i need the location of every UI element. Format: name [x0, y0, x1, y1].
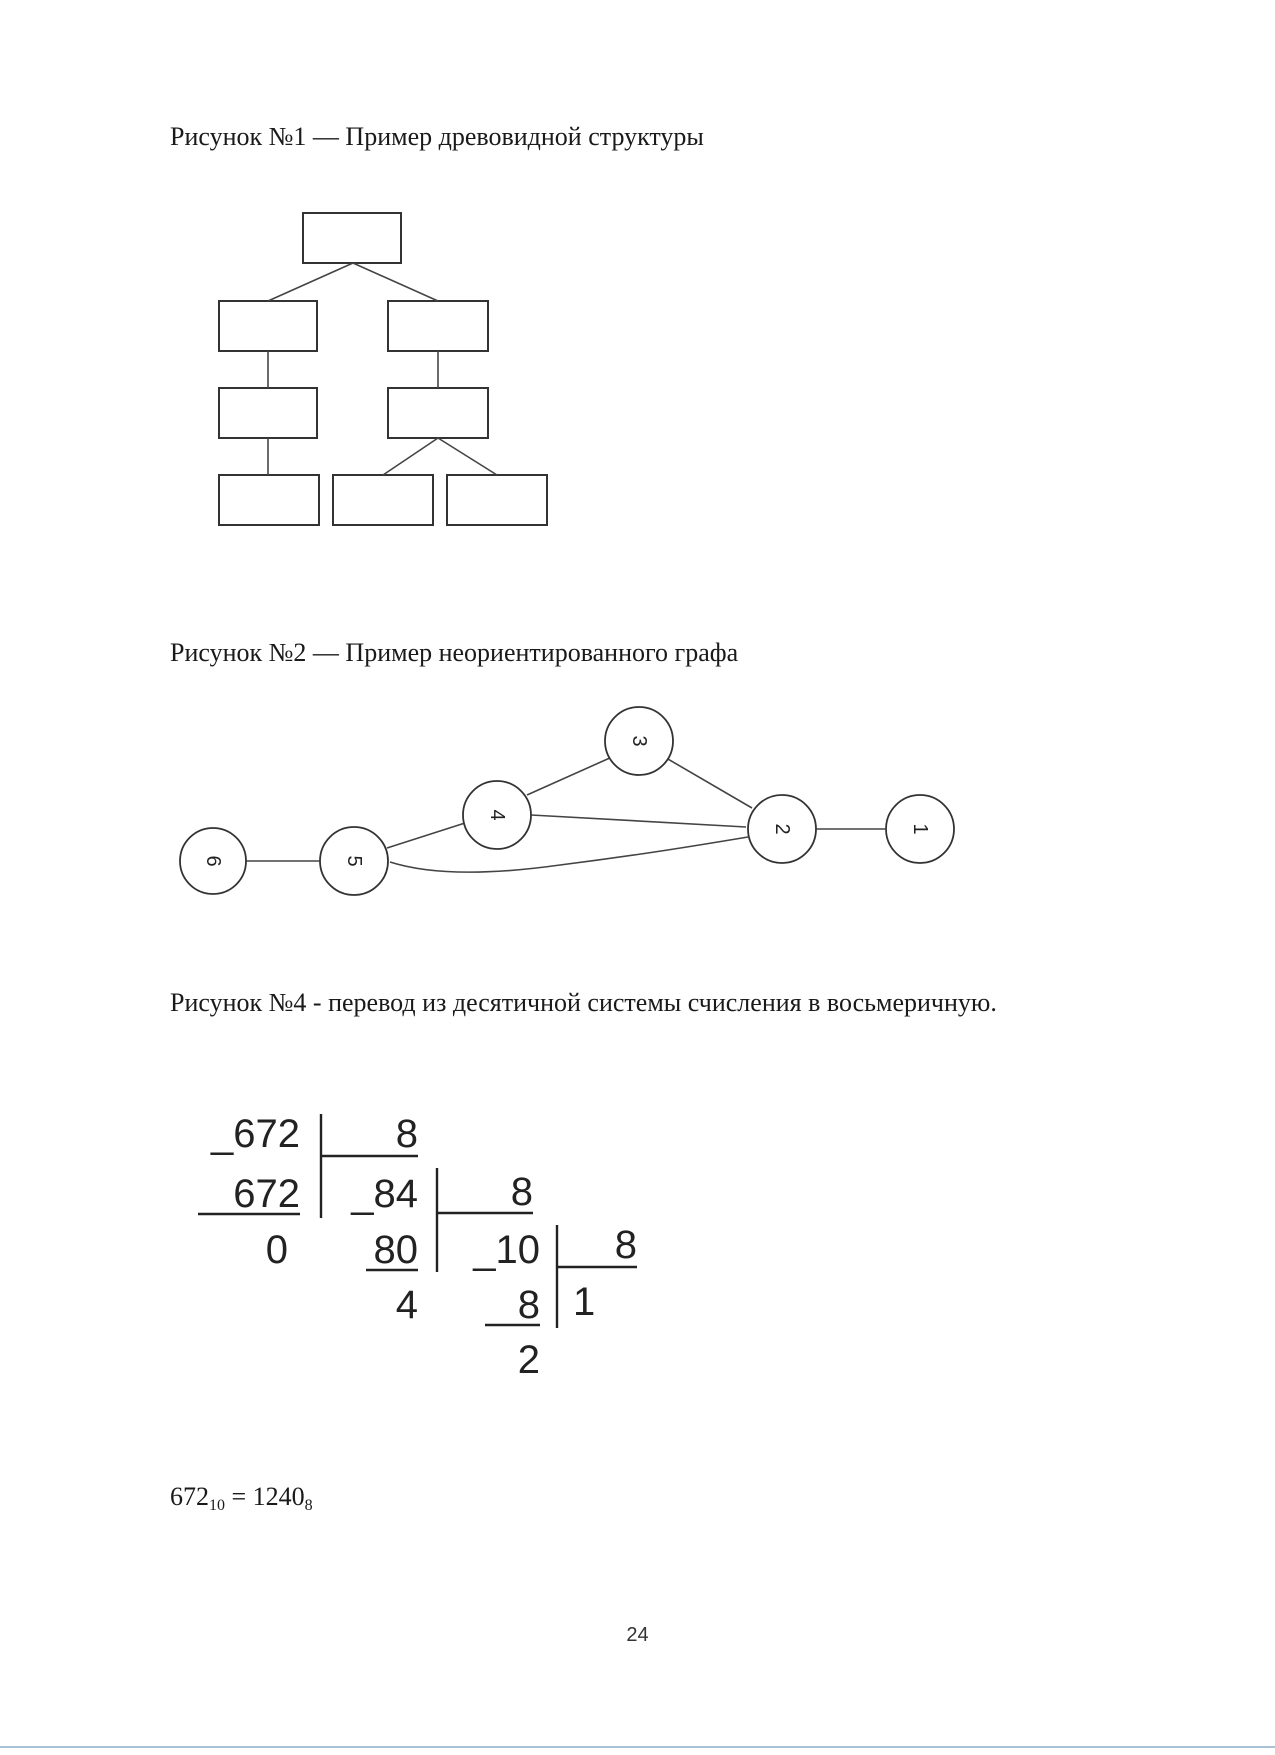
graph-node-2-label: 2 — [771, 823, 793, 834]
graph-node-5: 5 — [319, 826, 389, 896]
tree-edge — [267, 262, 354, 302]
division-divisor-2: 8 — [511, 1170, 533, 1214]
tree-edge — [437, 437, 498, 476]
figure4-caption: Рисунок №4 - перевод из десятичной систе… — [170, 988, 997, 1017]
tree-left-leaf-box — [218, 474, 320, 526]
division-dividend-3: _10 — [472, 1228, 540, 1272]
graph-node-2: 2 — [747, 794, 817, 864]
result-rhs-base: 8 — [304, 1497, 313, 1514]
tree-left-box-2 — [218, 387, 318, 439]
graph-node-4-label: 4 — [486, 809, 508, 820]
tree-middle-leaf-box — [332, 474, 434, 526]
tree-right-box-2 — [387, 387, 489, 439]
graph-edge-4-3 — [526, 756, 613, 796]
tree-edge — [352, 262, 439, 302]
division-remainder-1: 0 — [266, 1228, 288, 1272]
tree-root-box — [302, 212, 402, 264]
graph-diagram: 6 5 4 3 2 1 — [179, 706, 955, 896]
page-number: 24 — [626, 1624, 649, 1646]
division-divisor-3: 8 — [615, 1223, 637, 1267]
result-lhs: 672 — [170, 1482, 209, 1511]
division-remainder-3: 2 — [518, 1338, 540, 1382]
result-rhs: 1240 — [252, 1482, 305, 1511]
tree-right-box-1 — [387, 300, 489, 352]
division-remainder-2: 4 — [396, 1283, 418, 1327]
tree-diagram — [218, 212, 548, 526]
tree-edge — [382, 437, 439, 476]
graph-node-5-label: 5 — [343, 855, 365, 866]
bottom-divider — [0, 1746, 1275, 1748]
division-subtrahend-2: 80 — [374, 1228, 419, 1272]
tree-right-leaf-box — [446, 474, 548, 526]
division-divisor-1: 8 — [396, 1112, 418, 1156]
graph-node-3: 3 — [604, 706, 674, 776]
division-quotient-final: 1 — [573, 1280, 595, 1324]
division-dividend-1: _672 — [210, 1112, 300, 1156]
division-subtrahend-1: 672 — [233, 1172, 300, 1216]
division-dividend-2: _84 — [350, 1172, 418, 1216]
conversion-result: 67210 = 12408 — [170, 1482, 313, 1515]
graph-edge-5-4 — [386, 822, 466, 849]
graph-edge-5-2 — [389, 836, 749, 873]
graph-node-3-label: 3 — [628, 735, 650, 746]
graph-edge-3-2 — [660, 754, 753, 809]
graph-node-4: 4 — [462, 780, 532, 850]
graph-node-6: 6 — [179, 827, 247, 895]
result-lhs-base: 10 — [209, 1497, 225, 1514]
figure1-caption: Рисунок №1 — Пример древовидной структур… — [170, 122, 704, 151]
result-equals: = — [231, 1482, 247, 1511]
graph-node-1: 1 — [885, 794, 955, 864]
graph-node-1-label: 1 — [909, 823, 931, 834]
graph-node-6-label: 6 — [202, 855, 224, 866]
graph-edge-4-2 — [530, 814, 747, 828]
long-division: _672 672 0 8 _84 80 4 8 _10 8 2 8 1 — [198, 1112, 637, 1382]
tree-left-box-1 — [218, 300, 318, 352]
division-subtrahend-3: 8 — [518, 1283, 540, 1327]
figure2-caption: Рисунок №2 — Пример неориентированного г… — [170, 638, 739, 667]
